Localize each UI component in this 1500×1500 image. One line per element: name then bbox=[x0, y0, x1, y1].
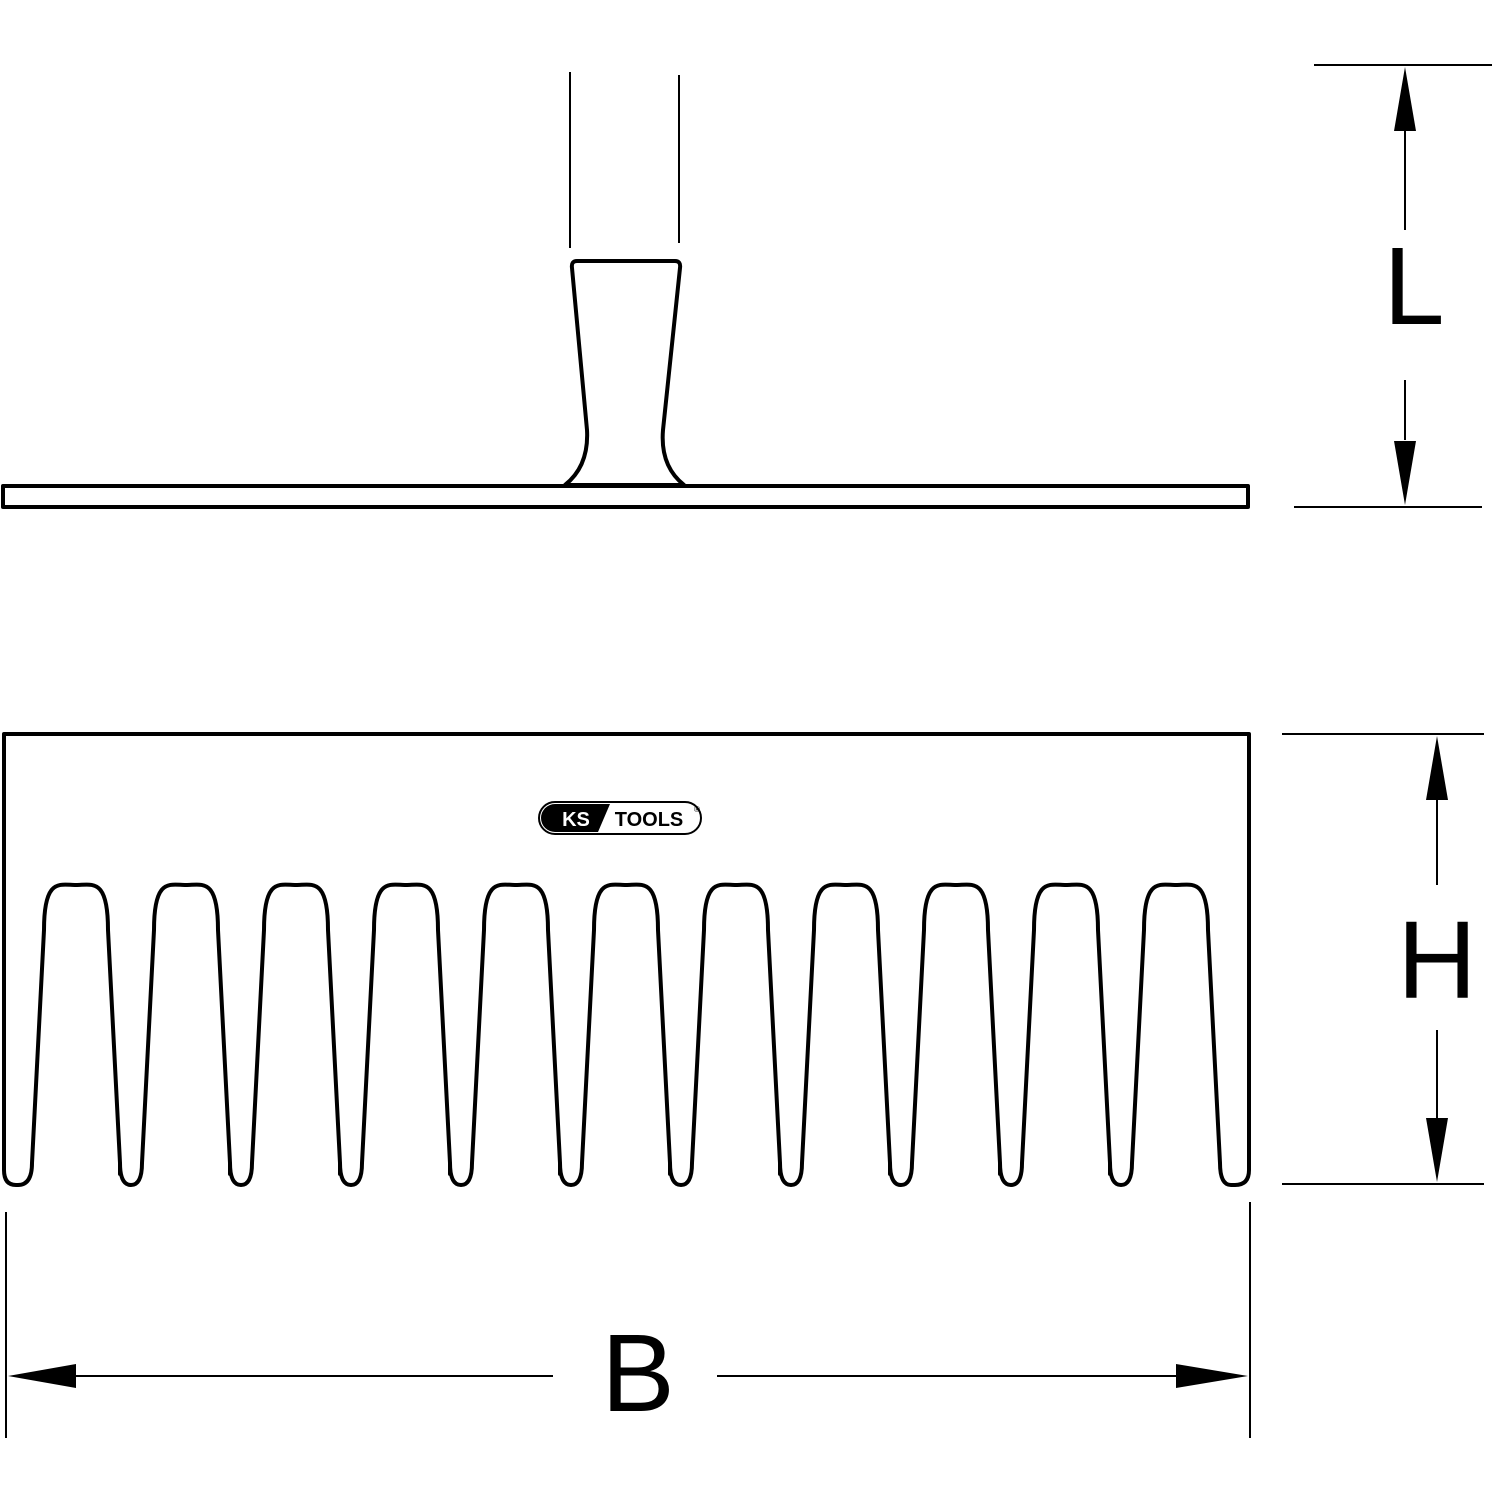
dim-b-arrow-left bbox=[8, 1364, 76, 1388]
dim-b-label: B bbox=[601, 1312, 674, 1435]
logo-brand-right: TOOLS bbox=[615, 809, 684, 831]
front-view: KS TOOLS ® H B bbox=[2, 732, 1484, 1438]
logo-dark-badge bbox=[541, 804, 610, 832]
rake-front-outline bbox=[2, 732, 1251, 1187]
dim-h-arrow-down bbox=[1426, 1118, 1448, 1182]
dim-l-arrow-down bbox=[1394, 441, 1416, 505]
dim-h-arrow-up bbox=[1426, 736, 1448, 800]
logo-brand-left: KS bbox=[562, 809, 590, 831]
dim-b-arrow-right bbox=[1176, 1364, 1248, 1388]
dim-l-label: L bbox=[1383, 225, 1444, 348]
blade-side-plate bbox=[1, 484, 1250, 509]
handle-socket bbox=[563, 259, 686, 487]
side-view: L bbox=[1, 64, 1492, 509]
brand-logo: KS TOOLS ® bbox=[538, 801, 702, 835]
dim-h-label: H bbox=[1397, 899, 1476, 1022]
dim-l-arrow-up bbox=[1394, 67, 1416, 131]
logo-registered-mark: ® bbox=[694, 805, 700, 814]
